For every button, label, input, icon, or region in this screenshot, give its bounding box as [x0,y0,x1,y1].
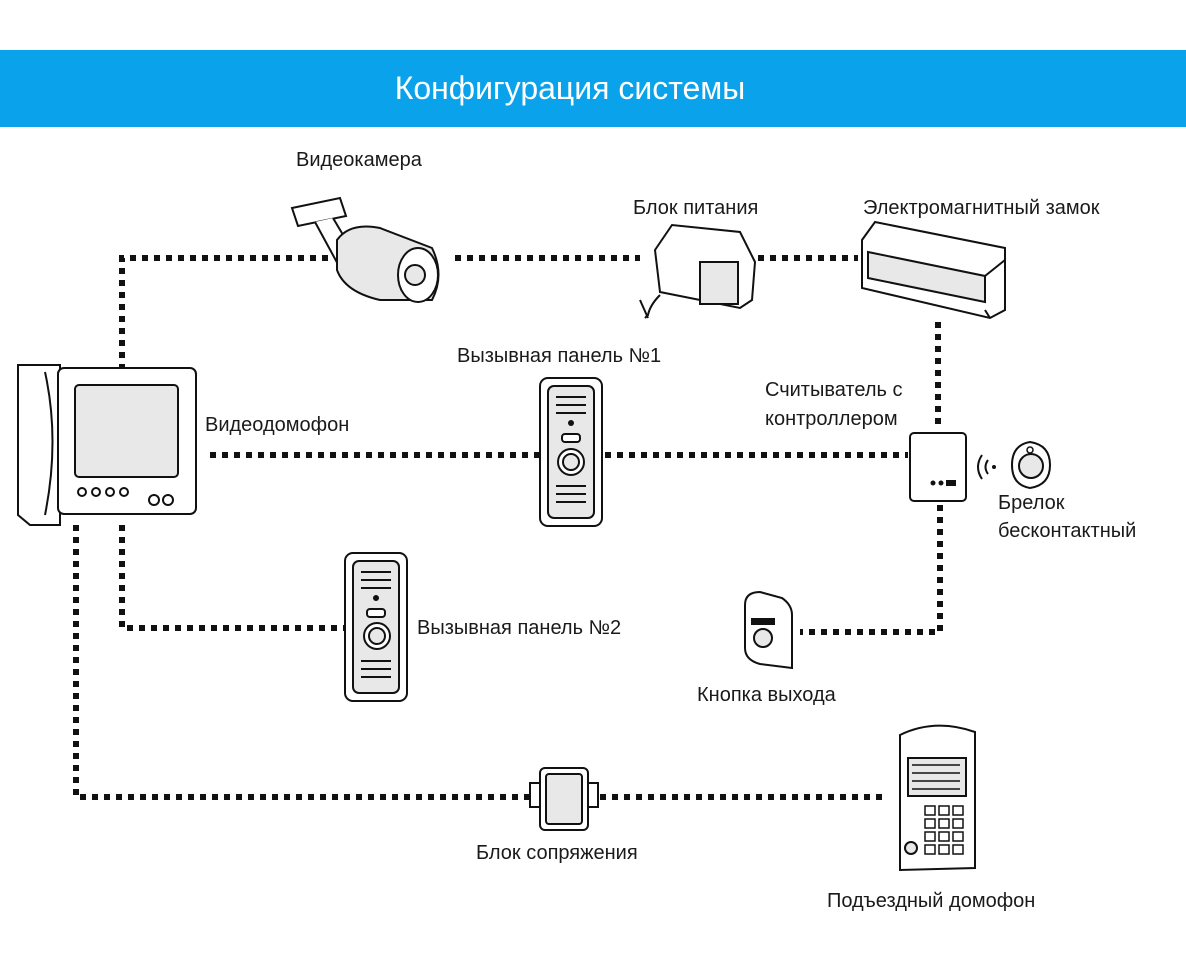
label-interface-unit: Блок сопряжения [476,842,638,864]
call-panel-1-icon [539,377,603,527]
label-fob-line-1: Брелок [998,492,1065,514]
wire-monitor-camera [119,255,330,370]
page-title: Конфигурация системы [394,70,746,106]
entrance-intercom-panel-icon [899,724,976,872]
video-camera-icon [290,196,440,303]
wireless-signal-icon [977,454,996,480]
interface-unit-icon [529,767,599,831]
label-call-panel-2: Вызывная панель №2 [417,617,622,639]
label-video-intercom: Видеодомофон [205,414,350,436]
wires [73,255,943,800]
electromagnetic-lock-icon [861,220,1006,320]
label-electromagnetic-lock: Электромагнитный замок [863,197,1100,219]
wire-reader-exit [800,505,943,635]
exit-button-icon [744,590,793,670]
power-supply-icon [639,223,757,319]
label-entrance-intercom: Подъездный домофон [827,890,1036,912]
video-intercom-monitor-icon [17,364,197,526]
label-call-panel-1: Вызывная панель №1 [457,345,662,367]
label-reader-line-1: Считыватель с [765,379,903,401]
call-panel-2-icon [344,552,408,702]
wire-monitor-panel2 [119,525,345,631]
header-bar: Конфигурация системы [0,50,1186,127]
label-fob-line-2: бесконтактный [998,520,1137,542]
card-reader-controller-icon [909,432,967,502]
wire-monitor-interface [73,525,530,800]
label-power-supply: Блок питания [633,197,759,219]
label-exit-button: Кнопка выхода [697,684,836,706]
label-reader-line-2: контроллером [765,408,898,430]
label-video-camera: Видеокамера [296,149,422,171]
key-fob-icon [1010,440,1052,490]
